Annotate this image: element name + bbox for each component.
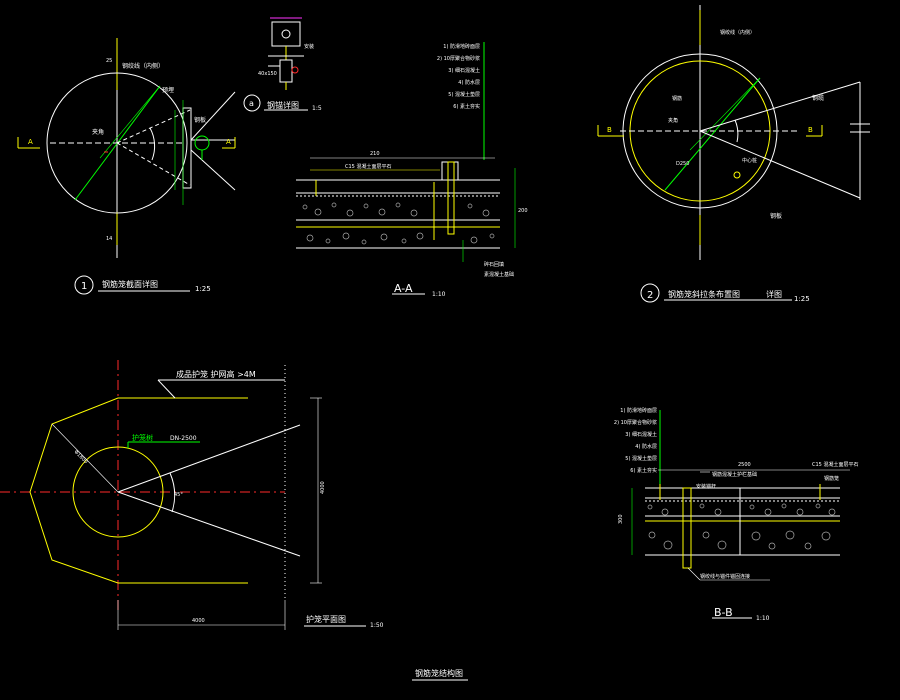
section-bb-layer-list: 1) 防滑地砖面层 2) 10厚聚合物砂浆 3) 细石混凝土 4) 防水层 5)… bbox=[614, 407, 657, 474]
detail-a-side: 安装 bbox=[304, 43, 314, 50]
sheet-title: 钢筋笼结构图 bbox=[415, 668, 463, 678]
section-bb-layer-2: 2) 10厚聚合物砂浆 bbox=[614, 419, 657, 426]
detail-2-scale: 1:25 bbox=[794, 295, 810, 303]
detail-2-number: 2 bbox=[647, 290, 653, 301]
section-bb-layer-1: 1) 防滑地砖面层 bbox=[620, 407, 657, 414]
detail-1 bbox=[17, 38, 236, 295]
detail-1-scale: 1:25 bbox=[195, 285, 211, 293]
plan-heading: 成品护笼 护网高 >4M bbox=[176, 369, 256, 379]
detail-2-title-tail: 详图 bbox=[766, 289, 782, 299]
section-aa-layer-3: 3) 细石混凝土 bbox=[448, 67, 480, 74]
detail-1-section-mark-right: A bbox=[226, 138, 231, 146]
section-aa-layer-6: 6) 素土夯实 bbox=[453, 103, 480, 110]
detail-2-label-ring: 钢板 bbox=[770, 212, 782, 220]
section-bb-bottom-note: 钢绞线与锚件锚固连接 bbox=[700, 573, 750, 580]
section-aa-dim-right: 200 bbox=[518, 208, 528, 214]
detail-2-label-cable: 钢缆 bbox=[812, 94, 824, 102]
detail-2-section-mark-left: B bbox=[607, 126, 612, 134]
section-bb-mid-label: 安装锚杆 bbox=[696, 483, 716, 490]
section-aa-layer-2: 2) 10厚聚合物砂浆 bbox=[437, 55, 480, 62]
section-bb bbox=[631, 410, 850, 619]
plan-view bbox=[0, 360, 366, 630]
detail-a-dim: 40x150 bbox=[258, 71, 277, 77]
plan-dim-bottom: 4000 bbox=[192, 618, 205, 624]
section-aa-layer-4: 4) 防水层 bbox=[458, 79, 480, 86]
detail-2-title: 钢筋笼斜拉条布置图 bbox=[668, 289, 740, 299]
plan-dim-right: 4000 bbox=[320, 481, 326, 494]
section-bb-layer-3: 3) 细石混凝土 bbox=[625, 431, 657, 438]
section-aa-note-2: 素混凝土基础 bbox=[484, 271, 514, 278]
section-bb-layer-6: 6) 素土夯实 bbox=[630, 467, 657, 474]
section-bb-dim-total: 2500 bbox=[738, 462, 751, 468]
plan-dim-diag: Φ1800 bbox=[73, 449, 89, 465]
detail-1-label-embed: 预埋 bbox=[162, 86, 174, 94]
detail-1-number: 1 bbox=[81, 281, 87, 292]
detail-2-label-center: 中心桩 bbox=[742, 157, 757, 164]
plan-scale: 1:50 bbox=[370, 622, 384, 629]
detail-1-label-cable: 钢绞线（内侧） bbox=[122, 62, 164, 70]
section-aa-dim-total: 210 bbox=[370, 151, 380, 157]
detail-2-label-rebar: 钢筋 bbox=[672, 95, 682, 102]
detail-2-label-angle: 夹角 bbox=[668, 117, 678, 124]
section-bb-layer-4: 4) 防水层 bbox=[635, 443, 657, 450]
section-aa-layer-5: 5) 混凝土垫层 bbox=[448, 91, 480, 98]
detail-a bbox=[243, 17, 308, 112]
section-bb-scale: 1:10 bbox=[756, 615, 770, 622]
detail-1-label-steel: 钢板 bbox=[194, 116, 206, 124]
detail-a-scale: 1:5 bbox=[312, 105, 322, 112]
detail-a-number: a bbox=[249, 99, 254, 108]
section-bb-title: B-B bbox=[714, 606, 733, 619]
section-aa-layer-list: 1) 防滑地砖面层 2) 10厚聚合物砂浆 3) 细石混凝土 4) 防水层 5)… bbox=[437, 43, 480, 110]
detail-1-section-mark-left: A bbox=[28, 138, 33, 146]
detail-1-title: 钢筋笼截面详图 bbox=[102, 279, 158, 289]
section-aa-top-note: C15 混凝土面层平石 bbox=[345, 163, 391, 170]
section-bb-gravel bbox=[647, 503, 836, 550]
detail-1-dim-top: 25 bbox=[106, 58, 112, 64]
detail-2-label-dim: D250 bbox=[676, 161, 689, 167]
section-aa-title: A-A bbox=[394, 282, 413, 295]
plan-circle-dim: DN-2500 bbox=[170, 435, 197, 442]
section-bb-top-label: 钢筋混凝土护栏基础 bbox=[712, 471, 757, 478]
plan-title: 护笼平面图 bbox=[306, 614, 346, 624]
detail-2-label-top: 钢绞线（内侧） bbox=[720, 29, 755, 36]
section-bb-layer-5: 5) 混凝土垫层 bbox=[625, 455, 657, 462]
detail-1-dim-bottom: 14 bbox=[106, 236, 112, 242]
section-bb-right-label-1: C15 混凝土面层平石 bbox=[812, 461, 858, 468]
section-aa-note-1: 碎石回填 bbox=[484, 261, 504, 268]
detail-1-label-angle: 夹角 bbox=[92, 128, 104, 136]
detail-a-title: 钢锚详图 bbox=[267, 100, 299, 110]
detail-2-section-mark-right: B bbox=[808, 126, 813, 134]
section-aa-scale: 1:10 bbox=[432, 291, 446, 298]
section-aa-gravel bbox=[302, 202, 495, 245]
detail-2 bbox=[597, 5, 870, 303]
plan-circle-label: 护笼树 bbox=[132, 433, 153, 442]
section-aa-layer-1: 1) 防滑地砖面层 bbox=[443, 43, 480, 50]
plan-dim-angle: 45° bbox=[174, 492, 183, 498]
section-aa bbox=[296, 42, 516, 295]
section-bb-right-label-2: 钢筋笼 bbox=[824, 475, 839, 482]
section-bb-left-dim: 300 bbox=[618, 514, 624, 524]
